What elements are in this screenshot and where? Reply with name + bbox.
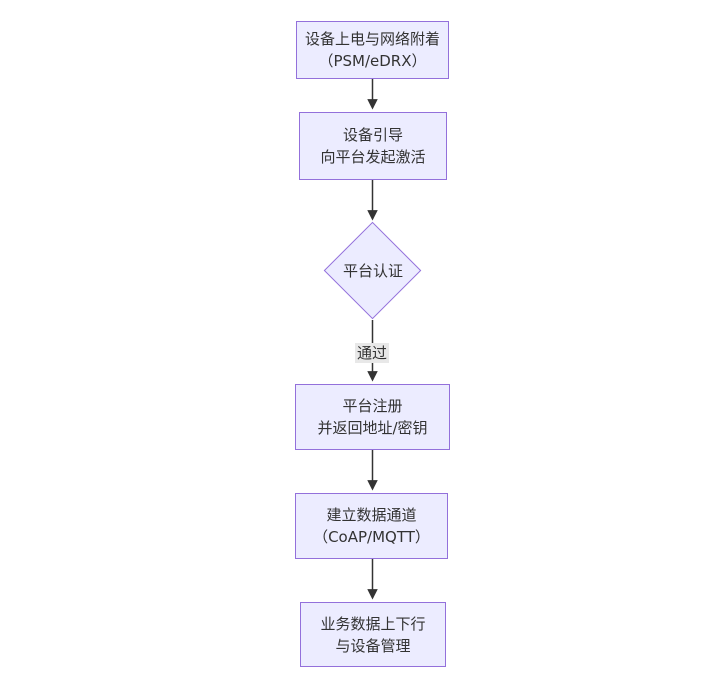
node-bootstrap-line1: 设备引导	[342, 126, 403, 144]
node-business-data-line1: 业务数据上下行	[320, 614, 426, 633]
node-data-channel-line1: 建立数据通道	[326, 506, 417, 524]
node-bootstrap-line2: 向平台发起激活	[320, 148, 426, 166]
node-register: 平台注册 并返回地址/密钥	[295, 384, 450, 450]
node-business-data: 业务数据上下行 与设备管理	[300, 602, 446, 667]
node-data-channel-line2: （CoAP/MQTT）	[313, 528, 430, 546]
node-power-attach: 设备上电与网络附着 （PSM/eDRX）	[296, 21, 449, 79]
node-register-line1: 平台注册	[342, 397, 403, 415]
node-bootstrap: 设备引导 向平台发起激活	[299, 112, 447, 180]
node-register-line2: 并返回地址/密钥	[317, 419, 428, 437]
node-power-attach-line2: （PSM/eDRX）	[318, 52, 427, 70]
node-business-data-line2: 与设备管理	[335, 636, 411, 655]
node-data-channel: 建立数据通道 （CoAP/MQTT）	[295, 493, 448, 559]
edge-label-pass: 通过	[355, 343, 390, 363]
node-power-attach-line1: 设备上电与网络附着	[304, 30, 440, 48]
decision-platform-auth-label: 平台认证	[342, 262, 403, 280]
